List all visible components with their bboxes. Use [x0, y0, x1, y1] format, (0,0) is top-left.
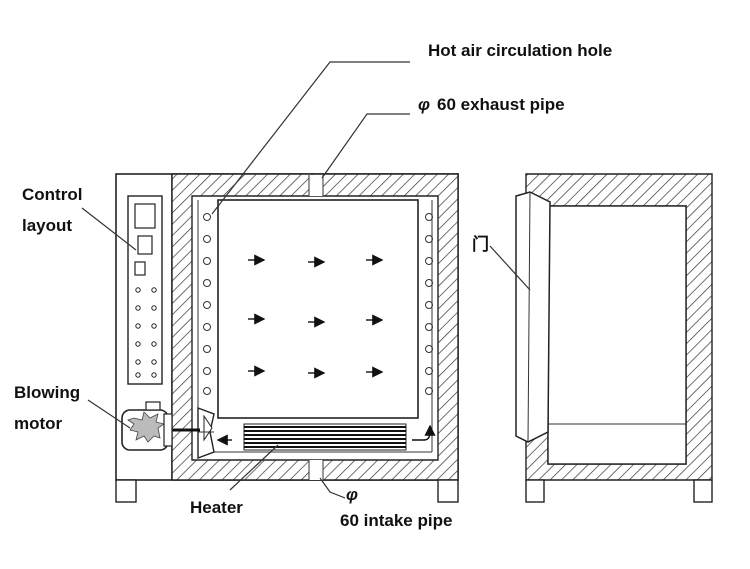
- side-inner-chamber: [547, 205, 687, 465]
- indicator-dots: [135, 287, 157, 378]
- leader-lines: [81, 61, 531, 499]
- label-intake-pipe: 60 intake pipe: [340, 511, 452, 530]
- top-hole-gap: [309, 175, 323, 196]
- leader-heater: [229, 444, 279, 491]
- control-panel: [127, 195, 163, 385]
- blowing-motor-icon: [121, 401, 200, 451]
- display-screen: [134, 203, 156, 229]
- leader-exhaust-pipe: [321, 113, 410, 179]
- controller-box: [137, 235, 153, 255]
- label-intake-symbol: φ: [346, 485, 358, 504]
- label-blowing-motor-line1: Blowing: [14, 383, 80, 402]
- label-control-layout-line2: layout: [22, 216, 72, 235]
- label-exhaust-symbol: φ: [418, 95, 430, 114]
- leader-hot-air-hole: [211, 61, 410, 215]
- right-circulation-holes: [425, 213, 433, 395]
- leader-intake-pipe: [319, 477, 346, 499]
- leader-door: [489, 245, 531, 291]
- leader-control-layout: [81, 207, 137, 251]
- airflow-arrows: [216, 254, 436, 446]
- side-view: [515, 173, 713, 503]
- fan-icon: [197, 406, 215, 460]
- label-hot-air-hole: Hot air circulation hole: [428, 41, 612, 60]
- leader-blowing-motor: [87, 399, 131, 429]
- front-view: [115, 173, 459, 503]
- label-control-layout-line1: Control: [22, 185, 82, 204]
- label-exhaust-pipe: 60 exhaust pipe: [437, 95, 565, 114]
- side-feet: [525, 479, 713, 503]
- inner-chamber: [217, 199, 419, 419]
- heater-element: [243, 423, 407, 451]
- switch-box: [134, 261, 146, 276]
- label-door: 门: [472, 234, 489, 254]
- left-circulation-holes: [203, 213, 211, 395]
- label-blowing-motor-line2: motor: [14, 414, 63, 433]
- label-heater: Heater: [190, 498, 243, 517]
- door-panel: [515, 191, 551, 443]
- front-feet: [115, 479, 459, 503]
- bottom-hole-gap: [309, 460, 323, 480]
